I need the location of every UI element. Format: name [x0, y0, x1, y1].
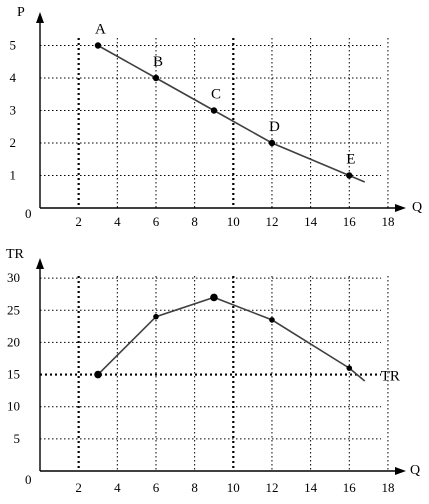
price-x-tick-label: 18	[381, 214, 394, 229]
demand-point-label: E	[346, 152, 355, 168]
total-revenue-chart: TR Q 0 2 4 6 8 10 12 14 16 18 5 10 15 20 25 30 TR	[6, 247, 420, 495]
price-chart-grid	[40, 38, 389, 208]
tr-y-tick-label: 25	[7, 302, 20, 317]
demand-point-label: C	[211, 87, 221, 103]
price-x-tick-label: 6	[153, 214, 160, 229]
total-revenue-point	[94, 370, 102, 379]
tr-x-tick-label: 6	[153, 480, 160, 495]
tr-y-tick-label: 20	[7, 334, 20, 349]
demand-point-b	[152, 74, 160, 82]
demand-point-a	[94, 42, 102, 49]
tr-y-tick-label: 10	[7, 399, 20, 414]
price-y-tick-label: 4	[10, 70, 17, 85]
price-x-tick-label: 12	[265, 214, 278, 229]
tr-chart-x-ticks: 2 4 6 8 10 12 14 16 18	[75, 480, 394, 495]
price-chart-x-ticks: 2 4 6 8 10 12 14 16 18	[75, 214, 394, 229]
tr-chart-x-arrow	[395, 467, 406, 475]
price-x-tick-label: 14	[304, 214, 318, 229]
tr-x-tick-label: 8	[191, 480, 198, 495]
demand-points: A B C D E	[94, 22, 355, 179]
tr-x-tick-label: 12	[265, 480, 278, 495]
tr-chart-origin-label: 0	[25, 472, 32, 487]
total-revenue-points	[94, 293, 353, 379]
demand-point-c	[210, 107, 218, 114]
tr-x-tick-label: 14	[304, 480, 318, 495]
demand-curve-line	[97, 44, 366, 183]
price-chart-origin-label: 0	[25, 206, 32, 221]
total-revenue-point	[210, 293, 218, 302]
tr-chart-y-axis-label: TR	[6, 247, 25, 262]
total-revenue-curve	[97, 296, 366, 382]
total-revenue-point	[269, 317, 275, 323]
tr-x-tick-label: 4	[114, 480, 121, 495]
price-y-tick-label: 2	[10, 135, 17, 150]
price-chart-y-ticks: 1 2 3 4 5	[10, 38, 17, 183]
demand-point-label: B	[153, 54, 163, 70]
tr-chart-grid	[40, 276, 389, 471]
total-revenue-point	[346, 365, 353, 371]
tr-x-tick-label: 2	[75, 480, 82, 495]
tr-chart-x-axis-label: Q	[410, 463, 420, 478]
total-revenue-point	[153, 313, 159, 320]
price-y-tick-label: 5	[10, 38, 17, 53]
price-chart-y-axis-label: P	[17, 5, 25, 20]
price-x-tick-label: 2	[75, 214, 82, 229]
tr-y-tick-label: 5	[14, 431, 21, 446]
demand-point-label: D	[269, 119, 280, 135]
tr-x-tick-label: 10	[227, 480, 240, 495]
price-y-tick-label: 1	[10, 168, 17, 183]
price-x-tick-label: 8	[191, 214, 198, 229]
tr-curve-label: TR	[381, 369, 400, 385]
demand-curve	[97, 44, 366, 183]
tr-y-tick-label: 15	[7, 367, 20, 382]
price-x-tick-label: 10	[227, 214, 240, 229]
price-chart-x-axis-label: Q	[412, 200, 422, 215]
price-x-tick-label: 4	[114, 214, 121, 229]
tr-y-tick-label: 30	[7, 270, 20, 285]
tr-chart-y-arrow	[36, 258, 44, 269]
demand-point-d	[268, 139, 276, 147]
tr-chart-y-ticks: 5 10 15 20 25 30	[7, 270, 20, 446]
price-chart-x-arrow	[395, 204, 406, 212]
demand-point-e	[346, 172, 353, 179]
tr-x-tick-label: 18	[381, 480, 394, 495]
demand-point-label: A	[95, 22, 106, 38]
price-chart-y-arrow	[36, 12, 44, 23]
price-y-tick-label: 3	[10, 103, 17, 118]
price-x-tick-label: 16	[343, 214, 357, 229]
total-revenue-line	[97, 296, 366, 382]
tr-x-tick-label: 16	[343, 480, 357, 495]
